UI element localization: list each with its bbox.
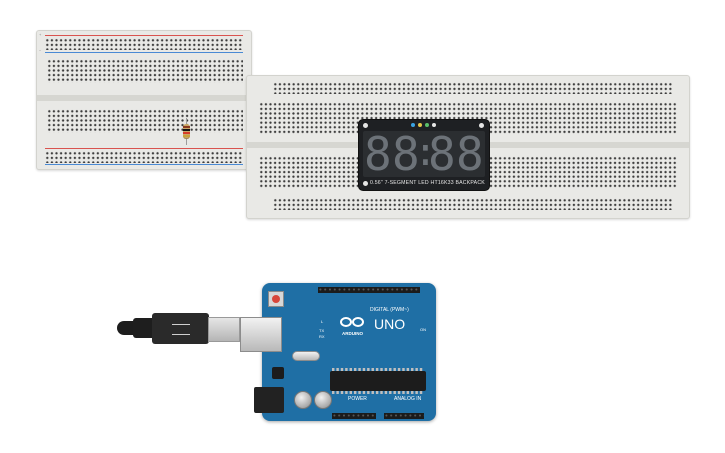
usb-controller-chip bbox=[272, 367, 284, 379]
mount-hole-icon bbox=[479, 123, 484, 128]
pin-vcc-icon[interactable] bbox=[425, 123, 429, 127]
rail-holes-top[interactable] bbox=[45, 38, 243, 50]
pin-clock-icon[interactable] bbox=[418, 123, 422, 127]
arduino-logo-icon bbox=[340, 317, 368, 329]
resistor-band-4 bbox=[183, 135, 190, 137]
microcontroller-pins-top bbox=[332, 368, 424, 371]
resistor-lead-bottom bbox=[186, 139, 187, 145]
analog-label: ANALOG IN bbox=[394, 396, 422, 402]
rail-negative-top bbox=[45, 52, 243, 53]
led-label-l: L bbox=[321, 319, 324, 324]
digit-colon: : bbox=[414, 130, 437, 174]
power-jack[interactable] bbox=[254, 387, 284, 413]
pin-gnd-icon[interactable] bbox=[432, 123, 436, 127]
rail-holes-top[interactable] bbox=[273, 82, 673, 94]
capacitor-2 bbox=[314, 391, 332, 409]
resistor[interactable] bbox=[183, 124, 190, 139]
rail-positive-bottom bbox=[45, 148, 243, 149]
usb-plug-body[interactable] bbox=[152, 313, 209, 344]
usb-connector bbox=[208, 317, 240, 342]
resistor-band-2 bbox=[183, 129, 190, 131]
resistor-band-3 bbox=[183, 132, 190, 134]
terminal-holes-top[interactable] bbox=[47, 59, 243, 83]
usb-cable-boot bbox=[133, 318, 155, 338]
rail-holes-bottom[interactable] bbox=[45, 151, 243, 163]
led-label-rx: RX bbox=[319, 334, 325, 339]
digit-4: 8 bbox=[456, 127, 484, 181]
backpack-label: 0.56" 7-SEGMENT LED HT16K33 BACKPACK bbox=[370, 180, 485, 186]
capacitor-1 bbox=[294, 391, 312, 409]
digit-3: 8 bbox=[428, 127, 456, 181]
reset-button[interactable] bbox=[268, 291, 284, 307]
resistor-band-1 bbox=[183, 126, 190, 128]
rail-mark-plus: + bbox=[39, 32, 42, 37]
brand-label: ARDUINO bbox=[342, 331, 363, 336]
digital-header[interactable] bbox=[318, 287, 420, 293]
power-label: POWER bbox=[348, 396, 367, 402]
breadboard-small[interactable]: + − bbox=[36, 30, 252, 170]
seven-segment-display[interactable]: 8 8 : 8 8 0.56" 7-SEGMENT LED HT16K33 BA… bbox=[358, 119, 490, 191]
usb-icon bbox=[172, 324, 190, 335]
led-label-tx: TX bbox=[319, 328, 325, 333]
rail-holes-bottom[interactable] bbox=[273, 198, 673, 210]
terminal-holes-bottom[interactable] bbox=[47, 109, 243, 133]
center-groove bbox=[37, 95, 251, 101]
digit-2: 8 bbox=[392, 127, 420, 181]
resistor-lead-top bbox=[186, 118, 187, 124]
mount-hole-icon bbox=[363, 181, 368, 186]
digit-window: 8 8 : 8 8 bbox=[363, 127, 485, 181]
rail-mark-minus: − bbox=[39, 48, 42, 53]
microcontroller-chip bbox=[330, 371, 426, 391]
analog-header[interactable] bbox=[384, 413, 424, 419]
rail-positive-top bbox=[45, 35, 243, 36]
model-label: UNO bbox=[374, 316, 406, 332]
crystal-oscillator bbox=[292, 351, 320, 361]
digit-1: 8 bbox=[364, 127, 392, 181]
led-label-on: ON bbox=[420, 327, 426, 332]
mount-hole-icon bbox=[363, 123, 368, 128]
rail-negative-bottom bbox=[45, 164, 243, 165]
digital-label: DIGITAL (PWM~) bbox=[370, 307, 409, 313]
usb-b-port[interactable] bbox=[240, 317, 282, 352]
backpack-pins[interactable] bbox=[411, 123, 437, 128]
usb-cable-end bbox=[117, 321, 137, 335]
microcontroller-pins-bottom bbox=[332, 391, 424, 394]
arduino-uno-board[interactable]: DIGITAL (PWM~) ARDUINO UNO L TX RX ON PO… bbox=[240, 283, 436, 421]
pin-data-icon[interactable] bbox=[411, 123, 415, 127]
power-header[interactable] bbox=[332, 413, 376, 419]
